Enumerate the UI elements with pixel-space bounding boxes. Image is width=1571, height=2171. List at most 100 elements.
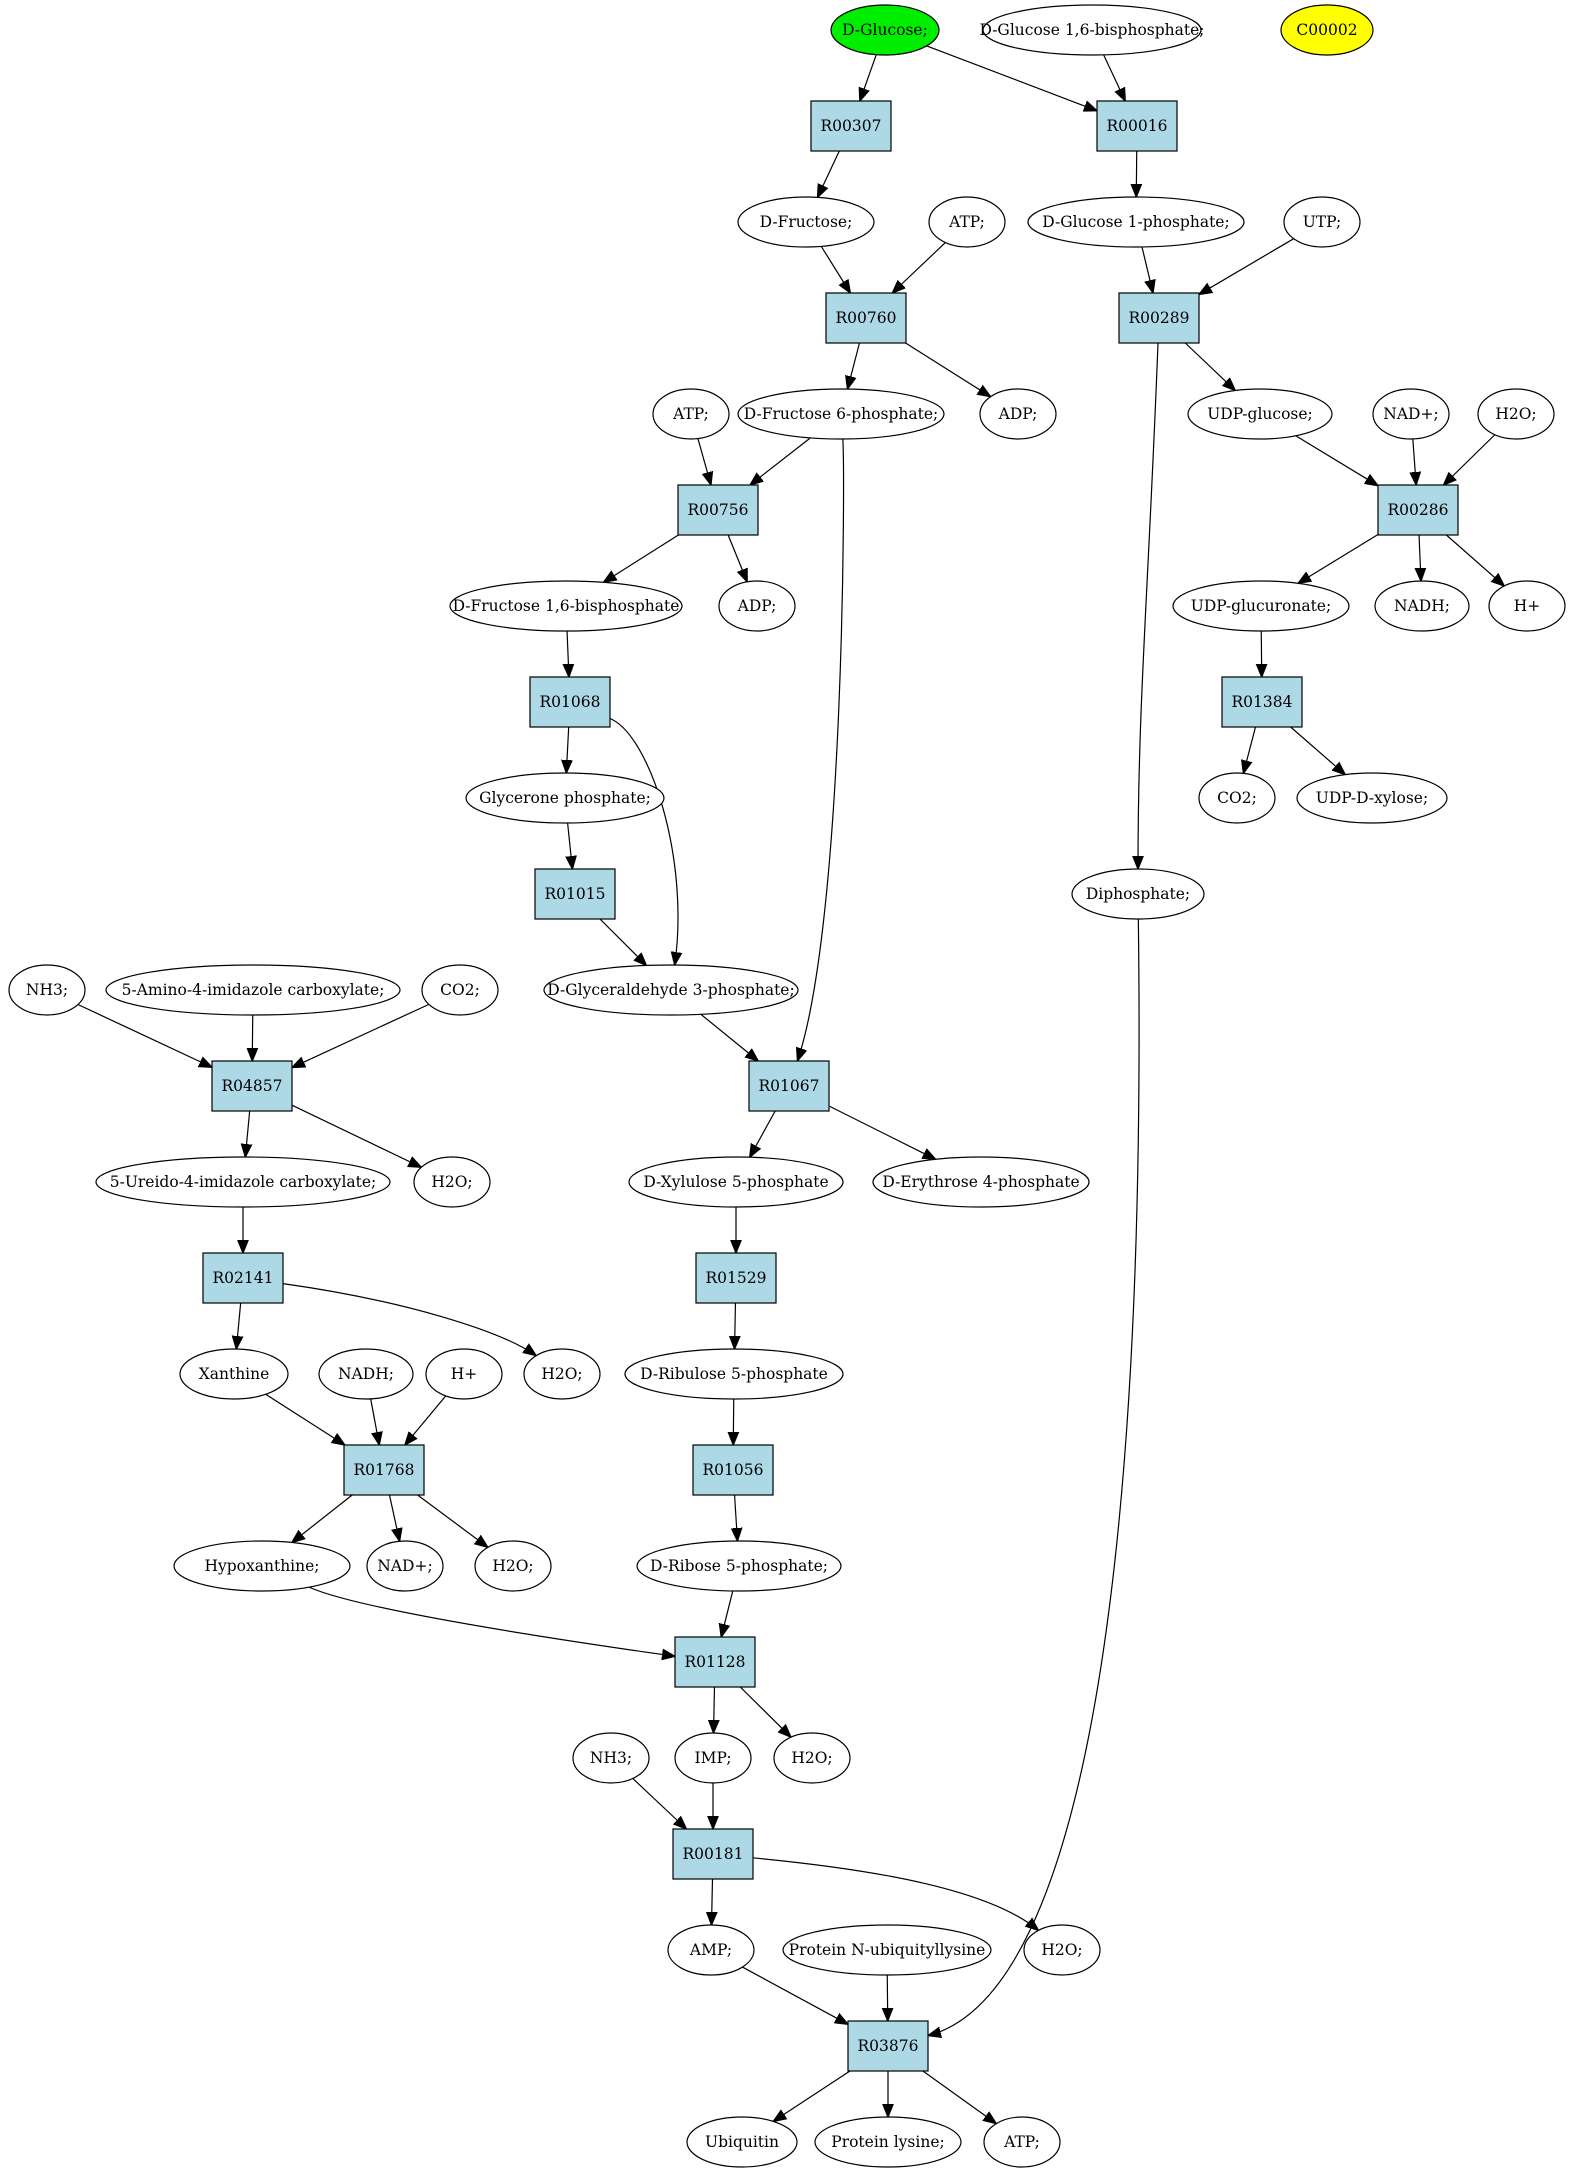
compound-node-gap[interactable]: D-Glyceraldehyde 3-phosphate; bbox=[543, 964, 799, 1016]
compound-node-nad1[interactable]: NAD+; bbox=[1372, 388, 1450, 440]
compound-node-imp[interactable]: IMP; bbox=[674, 1732, 752, 1784]
compound-label: NH3; bbox=[26, 981, 68, 999]
edge-R01768-to-hyx bbox=[292, 1494, 353, 1542]
reaction-node-r00016[interactable]: R00016 bbox=[1096, 100, 1178, 152]
compound-node-h2o4[interactable]: H2O; bbox=[474, 1540, 552, 1592]
reaction-label: R00307 bbox=[821, 117, 882, 135]
compound-node-udpxyl[interactable]: UDP-D-xylose; bbox=[1296, 772, 1448, 824]
edge-nad1-to-R00286 bbox=[1413, 438, 1416, 485]
compound-label: H2O; bbox=[431, 1173, 472, 1191]
compound-node-udpglc[interactable]: UDP-glucose; bbox=[1187, 388, 1333, 440]
compound-node-nh3a[interactable]: NH3; bbox=[8, 964, 86, 1016]
edge-amp-to-R03876 bbox=[742, 1966, 848, 2024]
compound-node-ru5p[interactable]: D-Ribulose 5-phosphate bbox=[624, 1348, 844, 1400]
compound-ellipse bbox=[628, 1156, 844, 1208]
compound-ellipse bbox=[1296, 772, 1448, 824]
reaction-node-r00289[interactable]: R00289 bbox=[1118, 292, 1200, 344]
compound-node-glc[interactable]: D-Glucose; bbox=[830, 4, 940, 56]
reaction-node-r01128[interactable]: R01128 bbox=[674, 1636, 756, 1688]
compound-ellipse bbox=[318, 1348, 414, 1400]
reaction-label: R00286 bbox=[1388, 501, 1449, 519]
compound-label: D-Glyceraldehyde 3-phosphate; bbox=[547, 981, 794, 999]
reaction-node-r01529[interactable]: R01529 bbox=[695, 1252, 777, 1304]
reaction-node-r01067[interactable]: R01067 bbox=[748, 1060, 830, 1112]
reaction-box bbox=[695, 1252, 777, 1304]
reaction-node-r00286[interactable]: R00286 bbox=[1377, 484, 1459, 536]
compound-node-h2o6[interactable]: H2O; bbox=[1023, 1924, 1101, 1976]
edge-R01128-to-imp bbox=[714, 1686, 715, 1733]
compound-node-e4p[interactable]: D-Erythrose 4-phosphate bbox=[872, 1156, 1090, 1208]
compound-node-nh3b[interactable]: NH3; bbox=[572, 1732, 650, 1784]
compound-node-h2[interactable]: H+ bbox=[425, 1348, 503, 1400]
compound-node-nadh1[interactable]: NADH; bbox=[1374, 580, 1470, 632]
compound-node-atp3[interactable]: ATP; bbox=[983, 2116, 1061, 2168]
compound-node-xu5p[interactable]: D-Xylulose 5-phosphate bbox=[628, 1156, 844, 1208]
compound-ellipse bbox=[928, 196, 1006, 248]
reaction-box bbox=[810, 100, 892, 152]
compound-node-udpgca[interactable]: UDP-glucuronate; bbox=[1172, 580, 1350, 632]
compound-node-h2o5[interactable]: H2O; bbox=[773, 1732, 851, 1784]
compound-node-ppi[interactable]: Diphosphate; bbox=[1071, 868, 1205, 920]
compound-node-uicx[interactable]: 5-Ureido-4-imidazole carboxylate; bbox=[95, 1156, 391, 1208]
reaction-label: R01015 bbox=[545, 885, 606, 903]
compound-label: UDP-glucuronate; bbox=[1191, 597, 1331, 615]
compound-node-g16bp[interactable]: D-Glucose 1,6-bisphosphate; bbox=[979, 4, 1205, 56]
reaction-node-r03876[interactable]: R03876 bbox=[847, 2020, 929, 2072]
edge-xan-to-R01768 bbox=[265, 1393, 345, 1445]
compound-ellipse bbox=[95, 1156, 391, 1208]
reaction-node-r01384[interactable]: R01384 bbox=[1221, 676, 1303, 728]
compound-node-h2o2[interactable]: H2O; bbox=[413, 1156, 491, 1208]
edge-f6p-to-R01067 bbox=[797, 438, 845, 1061]
reaction-node-r00181[interactable]: R00181 bbox=[672, 1828, 754, 1880]
compound-ellipse bbox=[1071, 868, 1205, 920]
compound-node-co2b[interactable]: CO2; bbox=[421, 964, 499, 1016]
nodes-layer: D-Glucose; D-Glucose 1,6-bisphosphate; C00… bbox=[8, 4, 1566, 2168]
compound-node-xan[interactable]: Xanthine bbox=[179, 1348, 289, 1400]
compound-node-plys[interactable]: Protein lysine; bbox=[814, 2116, 962, 2168]
compound-node-hyx[interactable]: Hypoxanthine; bbox=[173, 1540, 351, 1592]
compound-node-utp[interactable]: UTP; bbox=[1283, 196, 1361, 248]
compound-node-co2a[interactable]: CO2; bbox=[1198, 772, 1276, 824]
compound-node-adp2[interactable]: ADP; bbox=[718, 580, 796, 632]
compound-ellipse bbox=[737, 196, 875, 248]
reaction-node-r01768[interactable]: R01768 bbox=[343, 1444, 425, 1496]
reaction-node-r02141[interactable]: R02141 bbox=[202, 1252, 284, 1304]
edge-atp2-to-R00756 bbox=[697, 438, 711, 485]
compound-node-g1p[interactable]: D-Glucose 1-phosphate; bbox=[1027, 196, 1245, 248]
reaction-node-r00760[interactable]: R00760 bbox=[825, 292, 907, 344]
compound-node-fru[interactable]: D-Fructose; bbox=[737, 196, 875, 248]
compound-label: Diphosphate; bbox=[1086, 885, 1190, 903]
reaction-node-r01015[interactable]: R01015 bbox=[534, 868, 616, 920]
reaction-node-r01056[interactable]: R01056 bbox=[692, 1444, 774, 1496]
reaction-node-r00756[interactable]: R00756 bbox=[677, 484, 759, 536]
compound-node-adp1[interactable]: ADP; bbox=[979, 388, 1057, 440]
compound-ellipse bbox=[737, 388, 945, 440]
compound-node-atp1[interactable]: ATP; bbox=[928, 196, 1006, 248]
compound-node-atp2[interactable]: ATP; bbox=[652, 388, 730, 440]
compound-node-c00002[interactable]: C00002 bbox=[1280, 4, 1374, 56]
compound-node-h2o3[interactable]: H2O; bbox=[523, 1348, 601, 1400]
compound-node-nad2[interactable]: NAD+; bbox=[366, 1540, 444, 1592]
compound-node-f16bp[interactable]: D-Fructose 1,6-bisphosphate bbox=[449, 580, 683, 632]
compound-node-aicx[interactable]: 5-Amino-4-imidazole carboxylate; bbox=[105, 964, 401, 1016]
reaction-node-r00307[interactable]: R00307 bbox=[810, 100, 892, 152]
reaction-label: R01067 bbox=[759, 1077, 820, 1095]
reaction-node-r04857[interactable]: R04857 bbox=[211, 1060, 293, 1112]
compound-ellipse bbox=[173, 1540, 351, 1592]
compound-node-h2o1[interactable]: H2O; bbox=[1477, 388, 1555, 440]
edge-udpglc-to-R00286 bbox=[1295, 435, 1378, 486]
compound-node-ubq[interactable]: Ubiquitin bbox=[686, 2116, 798, 2168]
edge-nh3a-to-R04857 bbox=[77, 1003, 212, 1067]
compound-node-r5p[interactable]: D-Ribose 5-phosphate; bbox=[636, 1540, 842, 1592]
edge-gap-to-R01067 bbox=[700, 1013, 758, 1061]
compound-node-nadh2[interactable]: NADH; bbox=[318, 1348, 414, 1400]
compound-label: Hypoxanthine; bbox=[204, 1557, 319, 1575]
compound-node-pubq[interactable]: Protein N-ubiquityllysine bbox=[782, 1924, 992, 1976]
reaction-node-r01068[interactable]: R01068 bbox=[529, 676, 611, 728]
compound-node-h1[interactable]: H+ bbox=[1488, 580, 1566, 632]
compound-node-f6p[interactable]: D-Fructose 6-phosphate; bbox=[737, 388, 945, 440]
compound-node-amp[interactable]: AMP; bbox=[667, 1924, 755, 1976]
reaction-label: R00289 bbox=[1129, 309, 1190, 327]
compound-node-dhap[interactable]: Glycerone phosphate; bbox=[465, 772, 665, 824]
